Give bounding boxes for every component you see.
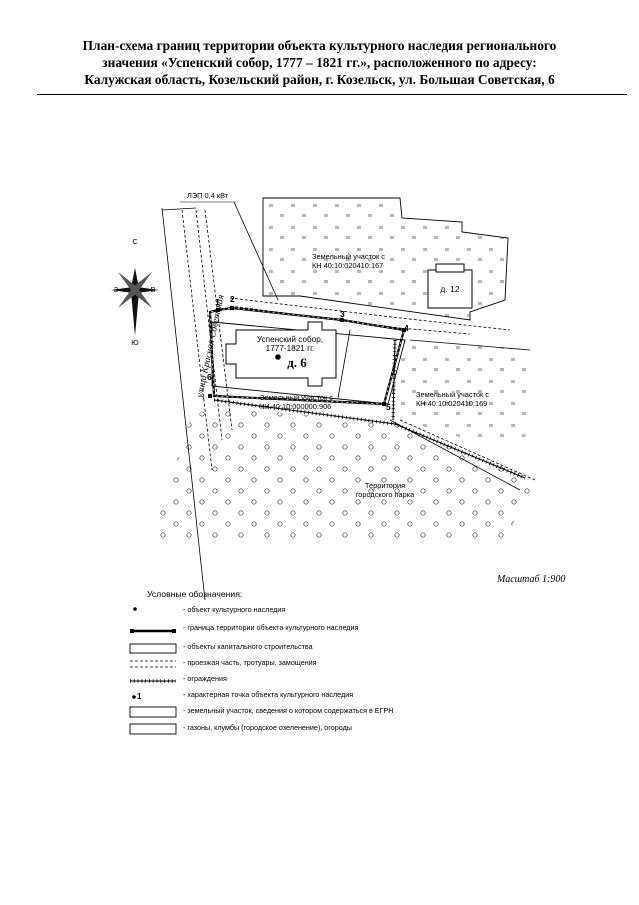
legend-point-sample: 1	[137, 692, 142, 701]
legend-item-point: 1 - характерная точка объекта культурног…	[128, 689, 548, 703]
legend-label: - граница территории объекта культурного…	[183, 623, 359, 632]
parcel-169-label-2: КН 40:10:020410:169	[416, 399, 487, 408]
compass-east: В	[151, 285, 156, 294]
legend-item-roadway: - проезжая часть, тротуары, замощения	[128, 657, 548, 671]
house-12-label: д. 12	[440, 284, 459, 294]
fence	[213, 339, 526, 480]
parcel-906-label-2: КН 40:10:000000:906	[260, 402, 331, 411]
power-line-label: ЛЭП 0,4 кВт	[187, 191, 229, 200]
boundary-vertex	[230, 306, 234, 310]
legend-label: - газоны, клумбы (городское озеленение),…	[183, 723, 352, 732]
compass-south: Ю	[131, 338, 139, 347]
parcel-169-grass	[390, 340, 530, 440]
legend-item-greenery: - газоны, клумбы (городское озеленение),…	[128, 722, 548, 736]
point-4: 4	[404, 323, 409, 333]
legend-label: - объекты капитального строительства	[183, 642, 313, 651]
boundary-vertex	[382, 402, 386, 406]
boundary-vertex	[340, 318, 344, 322]
power-line: ЛЭП 0,4 кВт	[180, 191, 279, 301]
legend-item-buildings: - объекты капитального строительства	[128, 641, 548, 655]
legend-title: Условные обозначения:	[147, 589, 243, 599]
legend-label: - характерная точка объекта культурного …	[183, 690, 354, 699]
point-5: 5	[386, 402, 391, 412]
house-12-annex	[435, 263, 465, 273]
legend-label: - проезжая часть, тротуары, замощения	[183, 658, 317, 667]
legend-label: - объект культурного наследия	[183, 605, 286, 614]
boundary-vertex	[402, 328, 406, 332]
map-scale: Масштаб 1:900	[497, 574, 566, 585]
house-6-label: д. 6	[287, 355, 307, 370]
parcel-167-label-2: КН 40:10:020410:167	[312, 261, 383, 270]
legend-item-fence: - ограждения	[128, 673, 548, 687]
point-6: 6	[207, 372, 212, 382]
cathedral-name: Успенский собор,	[257, 335, 323, 344]
park-label-1: Территория	[365, 481, 405, 490]
cathedral-building: Успенский собор, 1777-1821 гг. д. 6	[225, 321, 337, 387]
compass-west: З	[114, 285, 119, 294]
legend-item-land-parcel: - земельный участок, сведения о котором …	[128, 705, 548, 719]
boundary-vertex	[216, 308, 220, 312]
cathedral-years: 1777-1821 гг.	[266, 344, 315, 353]
point-2: 2	[230, 294, 235, 304]
park-label-2: городского парка	[356, 490, 415, 499]
title-line-1: План-схема границ территории объекта кул…	[82, 38, 557, 53]
boundary-vertex	[208, 394, 212, 398]
heritage-object-marker	[275, 354, 281, 360]
parcel-divider	[337, 329, 351, 399]
parcel-169-label-1: Земельный участок с	[416, 390, 489, 399]
legend-label: - земельный участок, сведения о котором …	[183, 706, 394, 715]
point-3: 3	[340, 309, 345, 319]
legend-item-heritage-object: - объект культурного наследия	[128, 604, 548, 618]
point-1: 1	[215, 297, 220, 307]
title-line-2: значения «Успенский собор, 1777 – 1821 г…	[102, 55, 537, 70]
parcel-167-label-1: Земельный участок с	[312, 252, 385, 261]
boundary-point-labels: 1 2 3 4 5 6	[207, 294, 409, 412]
parcel-906-label-1: Земельный участок с	[260, 393, 333, 402]
house-12	[427, 269, 473, 309]
compass-rose-icon: С Ю З В	[111, 237, 159, 347]
legend-item-boundary: - граница территории объекта культурного…	[128, 622, 548, 636]
title-line-3: Калужская область, Козельский район, г. …	[84, 72, 555, 87]
legend-label: - ограждения	[183, 674, 227, 683]
compass-north: С	[132, 237, 138, 246]
title-divider	[37, 94, 627, 95]
document-title: План-схема границ территории объекта кул…	[0, 37, 639, 88]
